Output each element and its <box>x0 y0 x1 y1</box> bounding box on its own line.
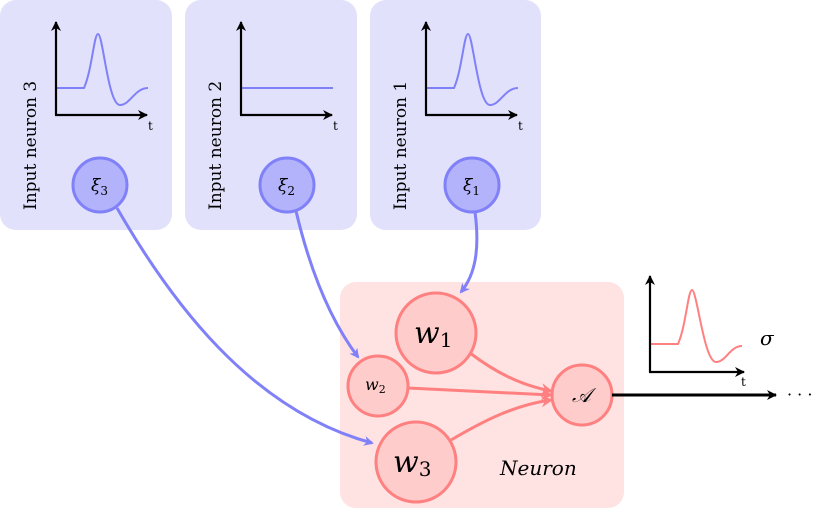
connection-w3-activation <box>450 395 553 442</box>
svg-text:w3: w3 <box>393 445 431 481</box>
input-1-signal-plot: t <box>421 21 523 133</box>
continuation-dots: · · · <box>787 385 812 404</box>
xi-3-node: ξ3 <box>71 156 129 214</box>
connection-xi3-w3 <box>115 207 374 446</box>
input-neuron-3-box: Input neuron 3 t ξ3 <box>0 0 172 230</box>
input-neuron-1-box: Input neuron 1 t ξ1 <box>370 0 541 230</box>
t-axis-label: t <box>741 375 746 389</box>
input-neuron-2-label: Input neuron 2 <box>206 81 226 210</box>
svg-text:ξ2: ξ2 <box>278 176 295 198</box>
t-axis-label: t <box>333 119 338 133</box>
output-signal-plot: t <box>645 275 746 389</box>
xi-2-node: ξ2 <box>258 156 316 214</box>
w2-node: w2 <box>346 354 410 418</box>
activation-node: 𝒜 <box>550 363 614 427</box>
neuron-label: Neuron <box>499 456 577 480</box>
connection-w2-activation <box>407 386 553 401</box>
svg-text:w1: w1 <box>414 316 452 352</box>
input-3-signal-plot: t <box>51 21 153 133</box>
xi-1-node: ξ1 <box>443 156 501 214</box>
input-neuron-3-label: Input neuron 3 <box>21 81 41 210</box>
svg-text:ξ1: ξ1 <box>463 176 480 198</box>
w1-node: w1 <box>394 291 478 375</box>
connection-xi1-w1 <box>459 211 479 294</box>
svg-text:w2: w2 <box>365 375 386 396</box>
input-neuron-2-box: Input neuron 2 t ξ2 <box>185 0 357 230</box>
w3-node: w3 <box>374 420 458 504</box>
output-sigma-label: σ <box>760 326 775 350</box>
input-neuron-1-label: Input neuron 1 <box>391 81 411 210</box>
connection-xi2-w2 <box>294 210 360 359</box>
input-2-signal-plot: t <box>236 21 338 133</box>
t-axis-label: t <box>518 119 523 133</box>
svg-text:ξ3: ξ3 <box>91 176 108 198</box>
t-axis-label: t <box>148 119 153 133</box>
